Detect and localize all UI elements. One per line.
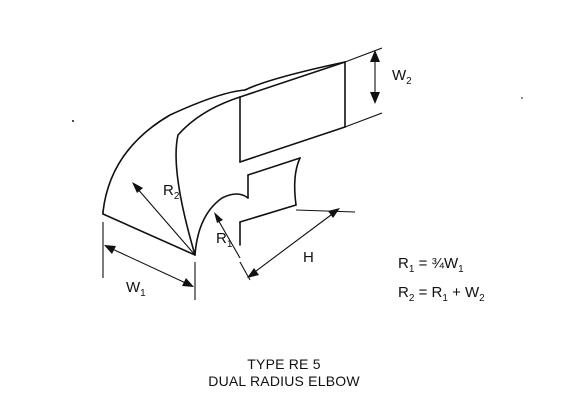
h-ext-right [295, 209, 356, 213]
r2-label: R2 [163, 182, 180, 202]
w2-arrow-bottom [370, 92, 380, 104]
formula-r1: R1 = ¾W1 [398, 255, 464, 275]
formula-r2: R2 = R1 + W2 [398, 284, 485, 304]
outer-sweep-curve [175, 96, 241, 256]
r1-label: R1 [216, 230, 233, 250]
w1-label: W1 [126, 279, 146, 299]
w2-ext-top [344, 47, 383, 63]
w2-arrow-top [370, 50, 380, 62]
w1-arrow-left [104, 245, 116, 254]
h-label: H [303, 249, 314, 266]
w1-dim-line [107, 246, 191, 286]
w1-arrow-right [182, 278, 194, 287]
top-back-edge [244, 61, 346, 91]
bottom-edge [102, 213, 196, 256]
caption-subtitle: DUAL RADIUS ELBOW [208, 373, 360, 389]
r1-radius-line [216, 217, 241, 259]
caption-title: TYPE RE 5 [247, 356, 321, 372]
r2-arrowhead [132, 182, 143, 193]
h-dim-line [251, 211, 336, 275]
h-arrow-left [247, 268, 259, 278]
scan-dot [72, 120, 74, 122]
outer-top-curve [102, 89, 246, 213]
front-bottom-edge [239, 126, 346, 163]
scan-dot [521, 97, 523, 99]
w2-label: W2 [392, 67, 412, 87]
leg-bottom-edge [239, 204, 297, 223]
r2-radius-line [135, 186, 196, 256]
r1-arrowhead [214, 212, 223, 223]
inner-sweep-curve [293, 157, 301, 206]
leg-inner-edge [247, 157, 301, 176]
w2-ext-bottom [344, 112, 383, 128]
front-top-edge [239, 61, 346, 98]
inner-radius-curve [194, 193, 249, 256]
h-arrow-right [328, 208, 340, 218]
